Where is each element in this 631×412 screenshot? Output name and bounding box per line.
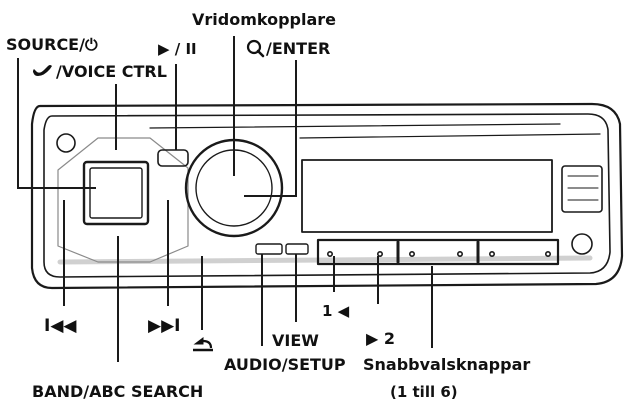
audio-setup-key[interactable] [255,243,283,255]
right-side-block [561,165,603,213]
right-screw [571,233,593,255]
housing-top-shelf [149,123,561,129]
preset-dot-3 [408,251,415,258]
play-pause-key[interactable] [157,149,189,167]
source-button-inner [89,167,143,219]
label-audio-setup: AUDIO/SETUP [224,355,346,374]
leader-source [17,58,96,189]
phone-icon [33,65,52,76]
label-snabbval: Snabbvalsknappar [363,355,530,374]
bottom-shading [57,255,593,265]
callout-leaders [17,36,433,362]
left-screw [56,133,76,153]
magnifier-icon [246,39,265,58]
view-key[interactable] [285,243,309,255]
label-preset-2: ▶ 2 [366,329,395,348]
label-snabbval-range: (1 till 6) [390,383,458,401]
display-window [301,159,553,233]
preset-dot-4 [456,251,463,258]
label-view: VIEW [272,331,319,350]
back-arrow-icon [193,337,213,352]
label-play-pause: ▶ / II [158,40,197,58]
source-button[interactable] [82,160,150,226]
preset-dot-5 [488,251,495,258]
right-side-block-lines [567,175,599,201]
label-preset-1: 1 ◀ [322,302,350,320]
housing-outer [30,102,624,290]
label-voice-ctrl: /VOICE CTRL [56,62,167,81]
label-prev: I◀◀ [44,316,77,336]
front-panel-illustration [30,102,624,290]
preset-strip[interactable] [316,238,560,266]
label-band-search: BAND/ABC SEARCH [32,382,203,401]
preset-dot-6 [544,251,551,258]
label-source: SOURCE/⏻ [6,35,98,54]
label-rotary: Vridomkopplare [192,10,336,29]
leader-enter [244,60,297,197]
label-enter: /ENTER [266,39,330,58]
housing-bezel [43,113,611,278]
preset-dot-1 [326,251,333,258]
housing-top-shelf-2 [299,133,601,139]
preset-dot-2 [376,251,383,258]
label-next: ▶▶I [148,316,180,336]
